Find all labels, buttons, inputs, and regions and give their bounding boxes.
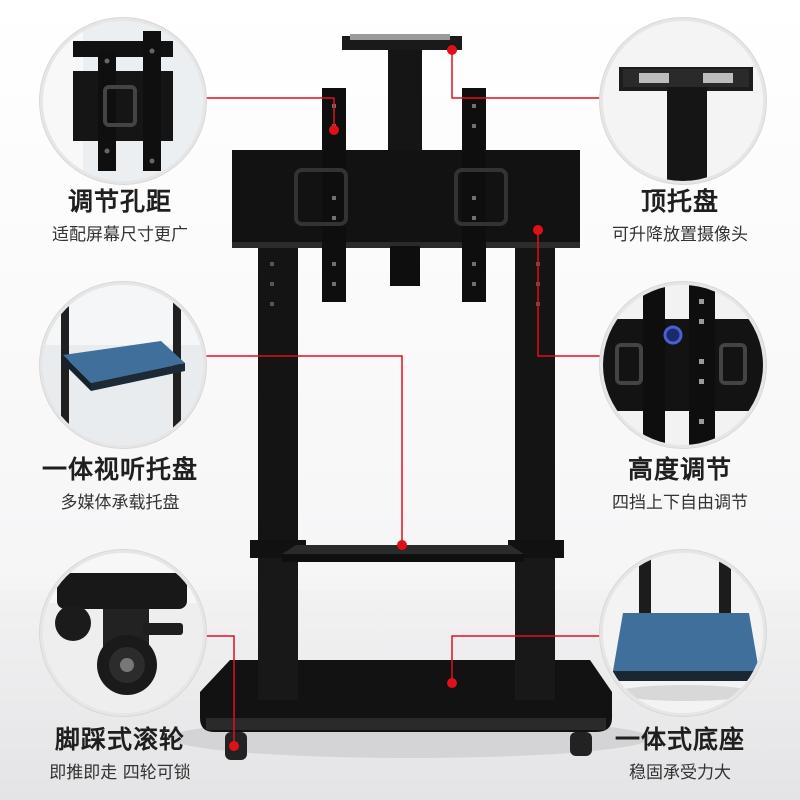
feature-subtitle-casters: 即推即走 四轮可锁 [49,763,191,783]
feature-subtitle-height-adjust: 四挡上下自由调节 [612,493,748,513]
feature-subtitle-top-tray: 可升降放置摄像头 [612,225,748,245]
feature-subtitle-hole-spacing: 适配屏幕尺寸更广 [52,225,188,245]
feature-title-hole-spacing: 调节孔距 [67,187,172,216]
base-icon [600,550,766,716]
av-shelf-icon [40,282,206,448]
feature-title-top-tray: 顶托盘 [640,187,719,216]
feature-subtitle-base: 稳固承受力大 [629,763,731,783]
feature-title-base: 一体式底座 [614,725,745,754]
feature-title-casters: 脚踩式滚轮 [54,725,185,754]
feature-title-av-shelf: 一体视听托盘 [41,455,198,484]
mount-holes-icon [40,18,206,184]
caster-wheel-icon [40,550,206,716]
height-adjust-icon [600,282,766,448]
top-tray-icon [600,18,766,184]
feature-title-height-adjust: 高度调节 [627,455,732,484]
feature-subtitle-av-shelf: 多媒体承载托盘 [60,493,180,513]
